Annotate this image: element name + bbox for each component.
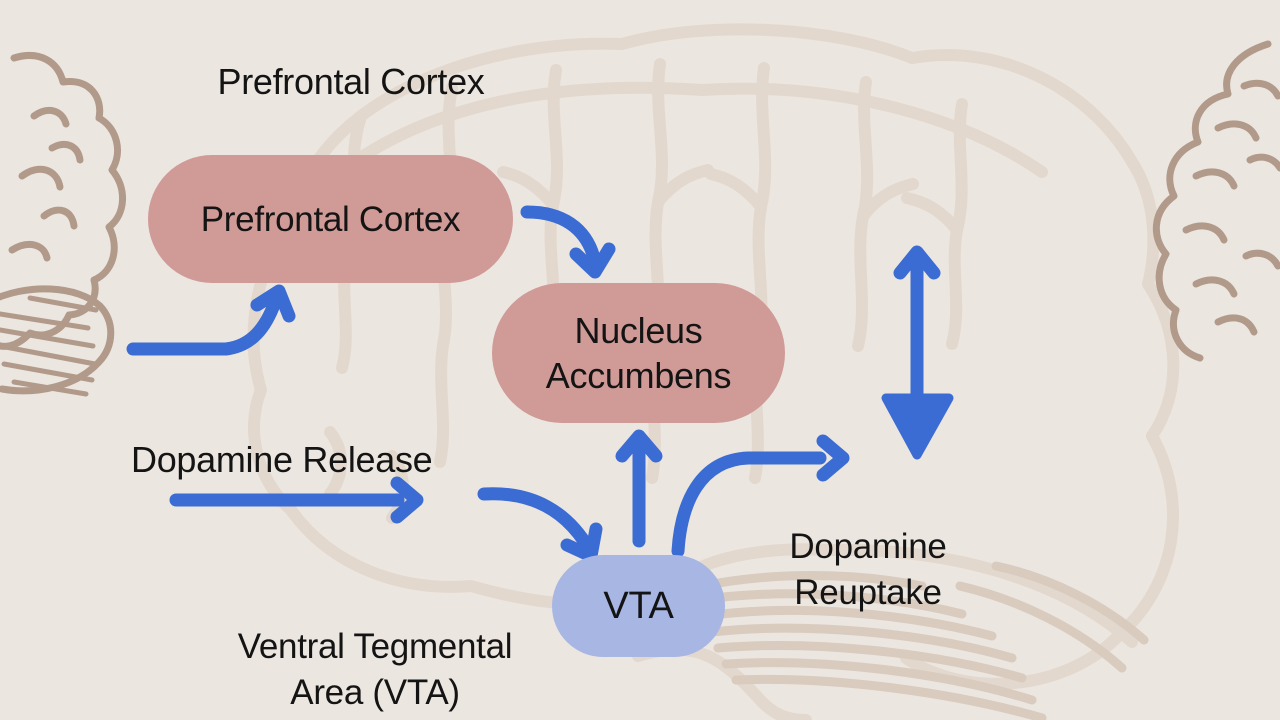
brain-sketch-right-icon xyxy=(1152,40,1280,362)
prefrontal-cortex-caption: Prefrontal Cortex xyxy=(217,61,485,102)
arrowhead-up-icon xyxy=(615,429,663,463)
vta-caption-line2: Area (VTA) xyxy=(290,673,460,712)
brain-sketch-center-icon xyxy=(247,23,1180,720)
node-vta: VTA xyxy=(552,555,725,657)
arrowhead-up-icon xyxy=(250,284,296,323)
brain-sketch-left-icon xyxy=(0,52,127,397)
dopamine-reuptake-label: Dopamine Reuptake xyxy=(758,524,978,616)
node-nucleus-accumbens-line1: Nucleus xyxy=(574,310,703,351)
arrow-input-to-pfc xyxy=(126,284,296,356)
arrow-vta-to-reuptake xyxy=(671,434,850,558)
arrow-release-to-vta xyxy=(477,487,603,563)
node-prefrontal-cortex-label: Prefrontal Cortex xyxy=(200,199,461,239)
arrowhead-down-icon xyxy=(569,242,616,279)
dopamine-reuptake-arrow xyxy=(881,245,954,460)
node-vta-label: VTA xyxy=(603,584,674,627)
arrowhead-right-icon xyxy=(390,476,424,524)
dopamine-release-label: Dopamine Release xyxy=(131,439,433,480)
arrowhead-up-icon xyxy=(893,245,941,280)
vta-caption-line1: Ventral Tegmental xyxy=(237,627,513,666)
arrow-pfc-to-nacc xyxy=(520,205,616,279)
vta-caption: Ventral Tegmental Area (VTA) xyxy=(183,624,567,716)
node-nucleus-accumbens: Nucleus Accumbens xyxy=(492,283,785,423)
down-triangle-icon xyxy=(881,393,954,460)
node-prefrontal-cortex: Prefrontal Cortex xyxy=(148,155,513,283)
dopamine-reuptake-line2: Reuptake xyxy=(794,573,942,612)
arrow-vta-to-nacc xyxy=(615,429,663,548)
node-nucleus-accumbens-line2: Accumbens xyxy=(545,355,732,396)
dopamine-reuptake-line1: Dopamine xyxy=(789,527,947,566)
arrow-dopamine-release xyxy=(169,476,424,524)
arrowhead-right-icon xyxy=(816,434,850,482)
